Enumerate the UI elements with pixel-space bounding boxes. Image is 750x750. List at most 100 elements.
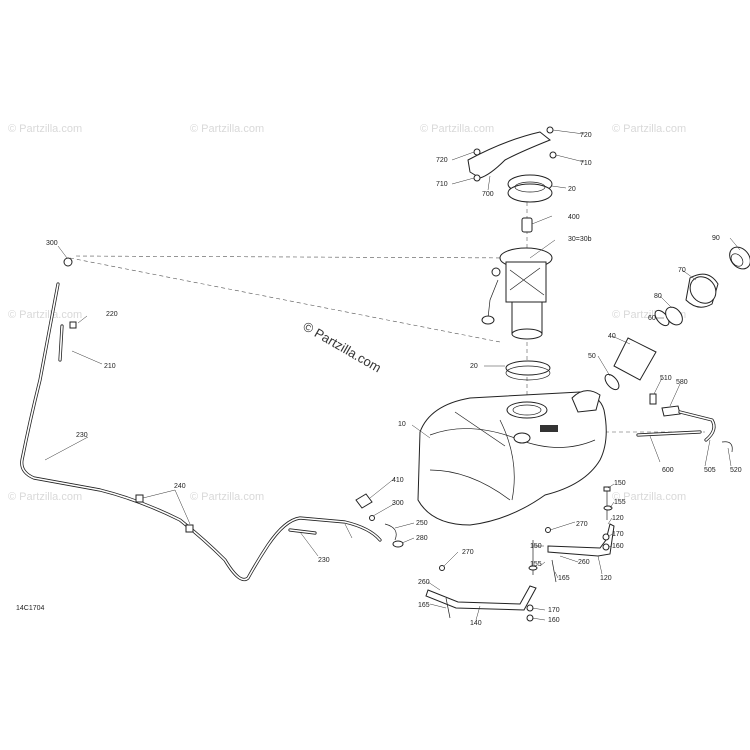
watermark-layer: © Partzilla.com © Partzilla.com © Partzi… (8, 123, 686, 503)
strap-120 (547, 523, 615, 557)
watermark: © Partzilla.com (190, 123, 264, 135)
callout-300: 300 (46, 240, 58, 247)
callout-230: 230 (318, 557, 330, 564)
callout-165: 165 (558, 575, 570, 582)
callout-270: 270 (576, 521, 588, 528)
center-watermark: © Partzilla.com (301, 319, 384, 376)
callout-170: 170 (548, 607, 560, 614)
callout-240: 240 (174, 483, 186, 490)
lock-ring-20 (507, 174, 553, 203)
fuel-pump-module-30 (481, 247, 553, 340)
callout-120: 120 (600, 575, 612, 582)
callout-140: 140 (470, 620, 482, 627)
leader-lines (44, 129, 741, 621)
fitting-580 (661, 405, 681, 417)
callout-120: 120 (612, 515, 624, 522)
callout-155: 155 (614, 499, 626, 506)
callout-170: 170 (612, 531, 624, 538)
filler-hose-40 (613, 337, 657, 381)
callout-260: 260 (578, 559, 590, 566)
watermark: © Partzilla.com (612, 491, 686, 503)
callout-270: 270 (462, 549, 474, 556)
hose-clip-220 (69, 321, 77, 329)
bolt-270 (439, 565, 445, 571)
callout-510: 510 (660, 375, 672, 382)
callout-155: 155 (530, 561, 542, 568)
callout-300: 300 (392, 500, 404, 507)
clamp-250 (384, 523, 397, 541)
callout-70: 70 (678, 267, 686, 274)
callout-720: 720 (580, 132, 592, 139)
callout-210: 210 (104, 363, 116, 370)
callout-80: 80 (654, 293, 662, 300)
callout-410: 410 (392, 477, 404, 484)
callout-50: 50 (588, 353, 596, 360)
hose-clip-240 (135, 494, 144, 503)
watermark: © Partzilla.com (8, 123, 82, 135)
fuel-hose (20, 282, 382, 582)
callout-580: 580 (676, 379, 688, 386)
watermark: © Partzilla.com (612, 123, 686, 135)
callout-60: 60 (648, 315, 656, 322)
callout-10: 10 (398, 421, 406, 428)
callout-280: 280 (416, 535, 428, 542)
fuel-tank-10 (417, 390, 607, 526)
vent-hose-600 (636, 430, 702, 437)
callout-710: 710 (580, 160, 592, 167)
callout-710: 710 (436, 181, 448, 188)
bracket-700 (467, 131, 551, 179)
washer-155 (528, 565, 538, 571)
callout-250: 250 (416, 520, 428, 527)
hose-230 (288, 528, 317, 535)
clip-520 (721, 441, 733, 453)
nut-170 (602, 533, 610, 541)
alignment-line (75, 255, 521, 259)
callout-30: 30=30b (568, 236, 592, 243)
gasket-20 (505, 360, 551, 381)
watermark: © Partzilla.com (8, 309, 82, 321)
callout-260: 260 (418, 579, 430, 586)
washer-155 (603, 505, 613, 511)
watermark: © Partzilla.com (8, 491, 82, 503)
nut-710 (473, 174, 481, 182)
callout-40: 40 (608, 333, 616, 340)
clamp-50 (604, 373, 620, 391)
watermark: © Partzilla.com (190, 491, 264, 503)
bolt-720 (546, 126, 554, 134)
hose-clip-240 (185, 524, 194, 533)
callout-150: 150 (530, 543, 542, 550)
callout-165: 165 (418, 602, 430, 609)
bolt-150 (603, 486, 611, 492)
callout-400: 400 (568, 214, 580, 221)
hose-clip-300 (63, 257, 73, 267)
callout-220: 220 (106, 311, 118, 318)
clamp-280 (392, 540, 404, 548)
callout-20: 20 (470, 363, 478, 370)
bolt-165 (445, 597, 451, 619)
callout-520: 520 (730, 467, 742, 474)
nut-710 (549, 151, 557, 159)
callout-150: 150 (614, 480, 626, 487)
watermark: © Partzilla.com (420, 123, 494, 135)
fuel-cap-90 (729, 246, 750, 270)
callout-160: 160 (548, 617, 560, 624)
bolt-270 (545, 527, 551, 533)
callout-600: 600 (662, 467, 674, 474)
callout-505: 505 (704, 467, 716, 474)
callout-160: 160 (612, 543, 624, 550)
nut-300 (369, 515, 375, 521)
callout-90: 90 (712, 235, 720, 242)
callout-700: 700 (482, 191, 494, 198)
bolt-165 (551, 559, 557, 583)
callout-230: 230 (76, 432, 88, 439)
vent-hose-505 (678, 410, 716, 442)
sensor-410 (355, 493, 373, 509)
gasket-80 (665, 306, 683, 326)
bolt-720 (473, 148, 481, 156)
valve-510 (649, 393, 657, 405)
callout-20: 20 (568, 186, 576, 193)
callout-720: 720 (436, 157, 448, 164)
drawing-code: 14C1704 (16, 605, 45, 612)
filler-neck-70 (685, 273, 719, 308)
